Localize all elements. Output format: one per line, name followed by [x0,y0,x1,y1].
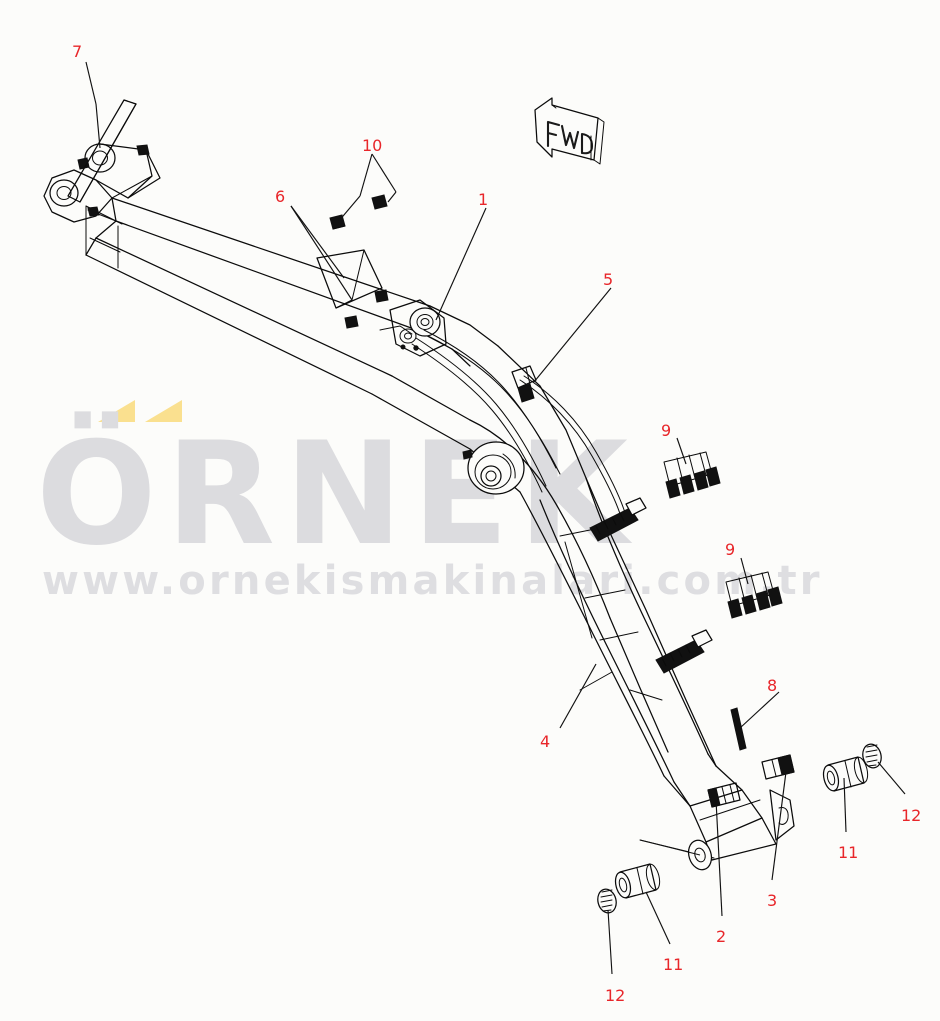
hose-clamp-block-lower [655,629,713,674]
part-9-shim-stack-lower [725,571,783,619]
watermark-accent-triangle-left [98,400,135,422]
part-8-wear-strip [730,707,747,751]
part-6-cover-plate [316,249,383,309]
callout-11-right: 11 [838,843,859,862]
part-12-seal-right [862,743,882,769]
callout-6: 6 [275,187,286,206]
callout-12-left: 12 [605,986,626,1005]
callout-11-left: 11 [663,955,684,974]
part-10-bolts [329,194,388,230]
callout-2: 2 [716,927,727,946]
watermark-accent-triangle-right [145,400,182,422]
callout-7: 7 [72,42,83,61]
callout-9-lower: 9 [725,540,736,559]
leader-lines [85,61,906,975]
hose-clamp-block-upper [589,497,647,542]
hydraulic-hoses [411,329,627,521]
part-11-bushing-right [822,756,869,792]
fwd-arrow-icon [534,97,605,165]
part-2-pin [707,782,741,808]
callout-8: 8 [767,676,778,695]
callout-5: 5 [603,270,614,289]
boom-structure [43,99,795,871]
part-11-bushing-left [614,863,661,899]
callout-10: 10 [362,136,383,155]
callout-3: 3 [767,891,778,910]
part-12-seal-left [597,888,617,914]
part-1-cylinder-pivot [379,299,447,357]
callout-9-upper: 9 [661,421,672,440]
watermark-url: www.ornekismakinalari.com.tr [42,558,823,604]
part-7-shim-plate [67,99,137,203]
callout-12-right: 12 [901,806,922,825]
part-9-shim-stack-upper [663,451,721,499]
part-4-boom-weldment [579,671,613,691]
watermark-brand: ÖRNEK [36,412,637,577]
callout-1: 1 [478,190,489,209]
callout-4: 4 [540,732,551,751]
part-3-pin [761,754,795,780]
boom-access-boss [462,441,525,495]
